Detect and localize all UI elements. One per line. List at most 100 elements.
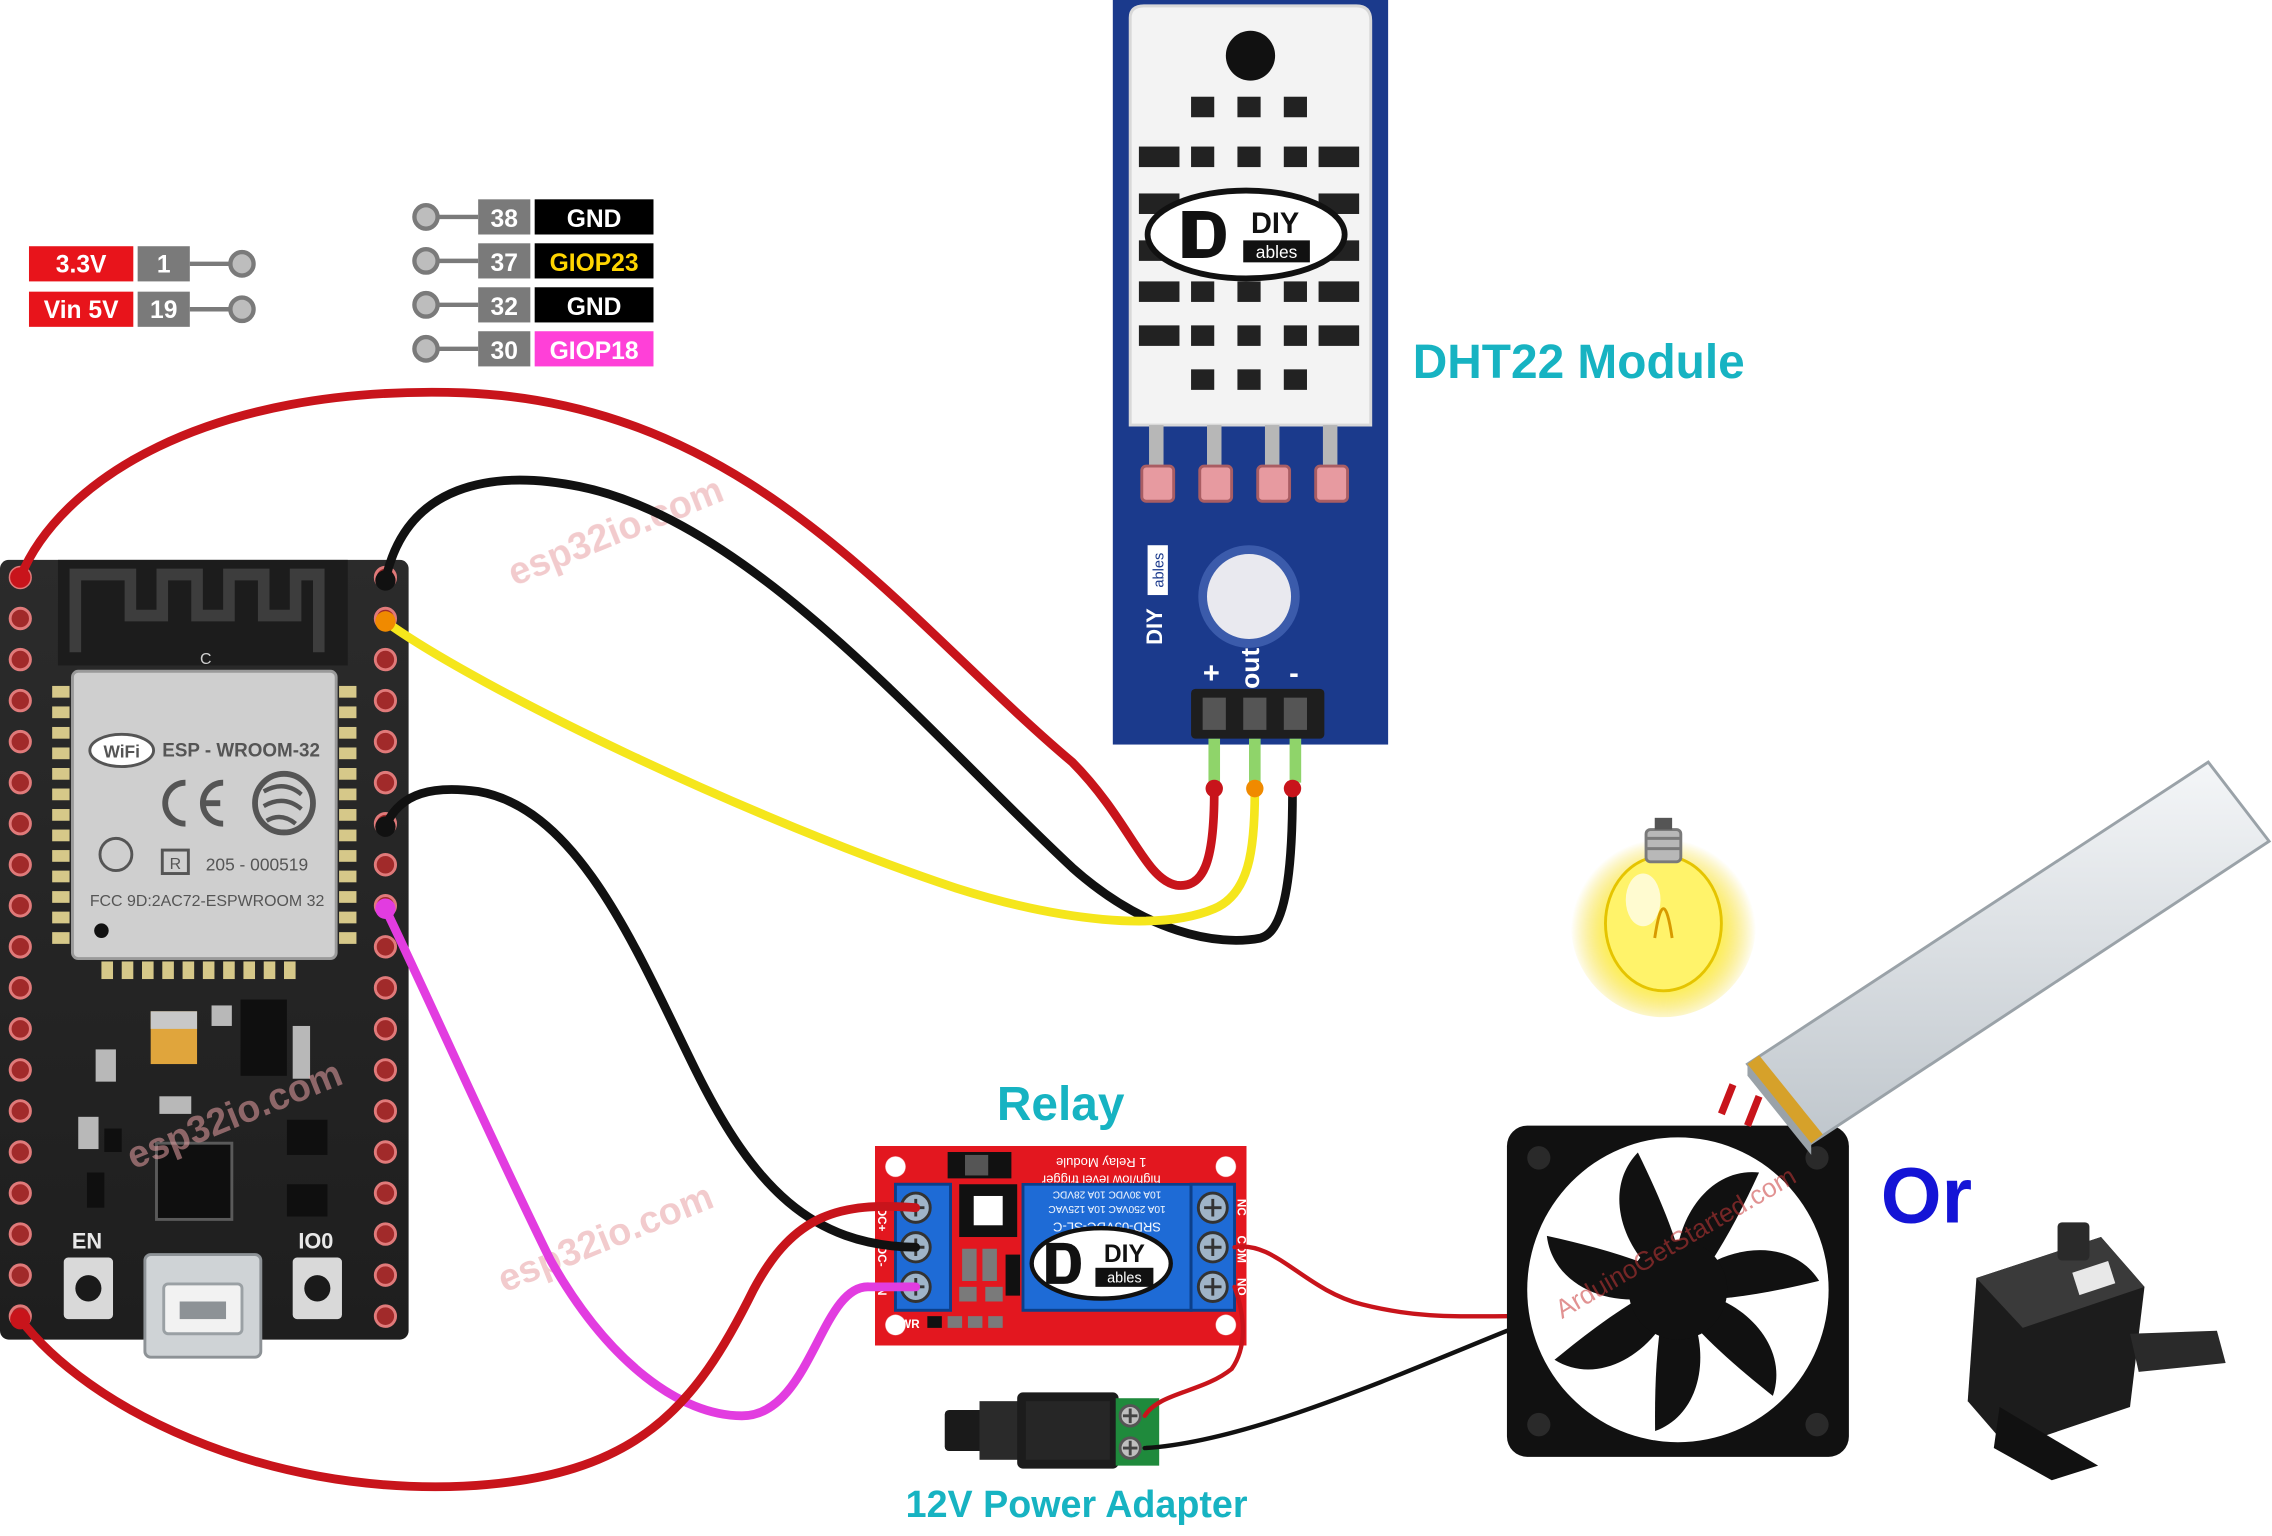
ce-mark-icon — [162, 779, 224, 827]
header-pin — [8, 647, 32, 672]
header-pin — [8, 1140, 32, 1164]
wroom-cert-number: 205 - 000519 — [206, 855, 308, 875]
header-pin — [8, 894, 32, 918]
wire-yellow-giop23 — [381, 617, 1260, 926]
fan-icon — [1506, 1125, 1849, 1457]
relay-pin-com: COM — [1234, 1236, 1247, 1263]
header-pin — [373, 770, 398, 795]
esp32-board: C WiFi ESP - WROOM-32 R 205 - 000519 FCC… — [0, 559, 409, 1359]
relay-brand-bottom: ables — [1107, 1270, 1142, 1286]
dht-pin-plus-label: + — [1203, 658, 1220, 690]
relay-label: Relay — [997, 1077, 1125, 1131]
dht22-module-label: DHT22 Module — [1413, 335, 1745, 389]
header-pin — [373, 647, 398, 672]
wroom-module-name: ESP - WROOM-32 — [162, 740, 320, 761]
header-pin — [8, 976, 32, 1000]
header-pin — [373, 729, 398, 754]
wire-black-gnd-relay — [381, 785, 921, 1252]
wire-red-com — [1232, 1244, 1510, 1319]
pin-dot-icon — [412, 290, 440, 319]
power-jack — [944, 1392, 1160, 1469]
header-pin — [373, 1222, 398, 1246]
pin-dot-icon — [228, 249, 256, 278]
antenna-mark: C — [200, 650, 212, 668]
wire-black-adapter — [1142, 1328, 1510, 1451]
header-pin — [8, 606, 32, 631]
header-pin — [8, 770, 32, 795]
telec-mark-icon — [98, 836, 134, 873]
header-pin — [8, 688, 32, 713]
header-pin — [8, 1222, 32, 1246]
wifi-badge-icon: WiFi — [88, 732, 156, 768]
header-pin — [8, 853, 32, 877]
en-button-label: EN — [72, 1229, 102, 1254]
dht-brand-top: DIY — [1251, 208, 1299, 240]
header-pin — [8, 1099, 32, 1123]
water-pump-icon — [1967, 1222, 2226, 1481]
relay-coil-text-3: 10A 30VDC 10A 28VDC — [1053, 1189, 1162, 1200]
power-adapter-label: 12V Power Adapter — [906, 1484, 1248, 1526]
module-pads — [52, 685, 357, 944]
wire-red-vin — [15, 1202, 921, 1492]
housing-vents — [1138, 96, 1360, 390]
legend-row-38: 38 GND — [412, 199, 654, 235]
svg-text:R: R — [170, 855, 182, 873]
header-pin — [8, 1017, 32, 1041]
legend-pin-32: 32 — [491, 294, 518, 321]
module-bottom-pads — [101, 961, 296, 980]
header-pin — [373, 1058, 398, 1082]
header-pin — [373, 688, 398, 713]
relay-pwr-mark: PWR — [893, 1318, 921, 1331]
header-pin — [373, 1263, 398, 1287]
io0-button-label: IO0 — [298, 1229, 333, 1254]
legend-pin-1: 1 — [157, 251, 171, 278]
wire-terminals — [10, 567, 1302, 1330]
relay-module: high/low level trigger 1 Relay Module DC… — [875, 1146, 1247, 1346]
legend-label-gnd-38: GND — [567, 206, 622, 233]
header-pin — [8, 935, 32, 959]
header-pin — [8, 1263, 32, 1287]
legend-label-gnd-32: GND — [567, 294, 622, 321]
wires — [15, 387, 1510, 1492]
legend-label-vin: Vin 5V — [44, 297, 119, 324]
diyables-logo-pcb: DIY ables — [1142, 545, 1168, 645]
usb-uart-chip — [155, 1141, 234, 1221]
legend-pin-38: 38 — [491, 206, 519, 233]
wire-red-no — [1142, 1284, 1246, 1419]
legend-row-vin: Vin 5V 19 — [28, 291, 256, 327]
legend-pin-30: 30 — [491, 338, 518, 365]
wire-black-gnd-top — [381, 475, 1297, 945]
header-pin — [373, 976, 398, 1000]
header-pin — [8, 1181, 32, 1205]
wroom-fcc-id: FCC 9D:2AC72-ESPWROOM 32 — [90, 892, 325, 910]
pin-dot-icon — [412, 202, 440, 231]
header-pin — [8, 729, 32, 754]
header-pin — [373, 1017, 398, 1041]
regulator-chip — [240, 999, 287, 1076]
dht-mount-hole-icon — [1198, 545, 1300, 648]
header-pin — [373, 1140, 398, 1164]
diyables-logo-relay: DIY ables — [1029, 1226, 1173, 1301]
r-mark-icon — [160, 848, 190, 875]
legend-row-37: 37 GIOP23 — [412, 243, 654, 279]
dht-pcb-brand-top: DIY — [1142, 608, 1167, 645]
header-pin — [373, 1304, 398, 1328]
header-pin — [373, 1181, 398, 1205]
dht-pcb-brand-bottom: ables — [1152, 553, 1168, 588]
relay-pin-dc-plus: DC+ — [875, 1208, 888, 1232]
legend-row-32: 32 GND — [412, 287, 654, 323]
legend-pin-37: 37 — [491, 250, 518, 277]
heater-strip-icon — [1718, 760, 2272, 1155]
legend-pin-19: 19 — [150, 297, 177, 324]
antenna-trace-icon — [69, 568, 325, 653]
relay-brand-top: DIY — [1104, 1241, 1146, 1268]
pin-legend-left: 3.3V 1 Vin 5V 19 — [28, 246, 256, 327]
legend-label-giop18: GIOP18 — [550, 338, 639, 365]
watermark-3: esp32io.com — [492, 1175, 719, 1301]
header-pin — [373, 935, 398, 959]
dht22-module: DIY ables DIY ables + out - — [1112, 0, 1389, 783]
legend-label-giop23: GIOP23 — [550, 250, 639, 277]
relay-pin-nc: NC — [1234, 1199, 1247, 1217]
mount-hole-icon — [1225, 30, 1276, 81]
